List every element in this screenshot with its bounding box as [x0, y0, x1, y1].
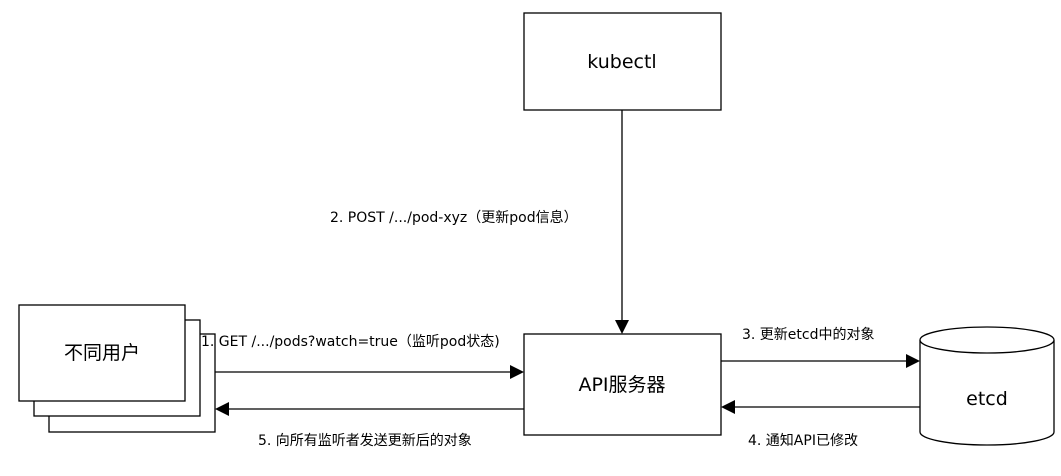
send-to-watchers-arrowhead [215, 402, 229, 416]
kubectl-node: kubectl [523, 12, 722, 111]
send-to-watchers-edge: 5. 向所有监听者发送更新后的对象 [215, 402, 524, 449]
etcd-label: etcd [966, 388, 1008, 410]
post-update-edge: 2. POST /.../pod-xyz（更新pod信息） [330, 110, 629, 334]
send-to-watchers-label: 5. 向所有监听者发送更新后的对象 [258, 433, 472, 449]
api-server-label: API服务器 [578, 374, 665, 396]
users-box-front [18, 304, 186, 402]
api-server-node: API服务器 [523, 333, 722, 436]
post-update-label: 2. POST /.../pod-xyz（更新pod信息） [330, 209, 578, 226]
notify-api-label: 4. 通知API已修改 [748, 432, 858, 449]
notify-api-edge: 4. 通知API已修改 [721, 400, 920, 449]
users-node: 不同用户 [18, 304, 216, 433]
users-label: 不同用户 [64, 342, 140, 364]
etcd-cylinder [919, 340, 1055, 446]
post-update-arrowhead [615, 320, 629, 334]
api-server-box [523, 333, 722, 436]
kubectl-box [523, 12, 722, 111]
update-etcd-edge: 3. 更新etcd中的对象 [721, 327, 920, 368]
update-etcd-arrowhead [906, 354, 920, 368]
notify-api-arrowhead [721, 400, 735, 414]
watch-request-edge: 1. GET /.../pods?watch=true（监听pod状态) [201, 334, 524, 379]
kubectl-label: kubectl [587, 51, 656, 73]
etcd-cylinder-top [919, 326, 1055, 354]
watch-request-label: 1. GET /.../pods?watch=true（监听pod状态) [201, 334, 500, 350]
etcd-node: etcd [919, 326, 1055, 446]
update-etcd-label: 3. 更新etcd中的对象 [742, 327, 875, 343]
watch-request-arrowhead [510, 365, 524, 379]
